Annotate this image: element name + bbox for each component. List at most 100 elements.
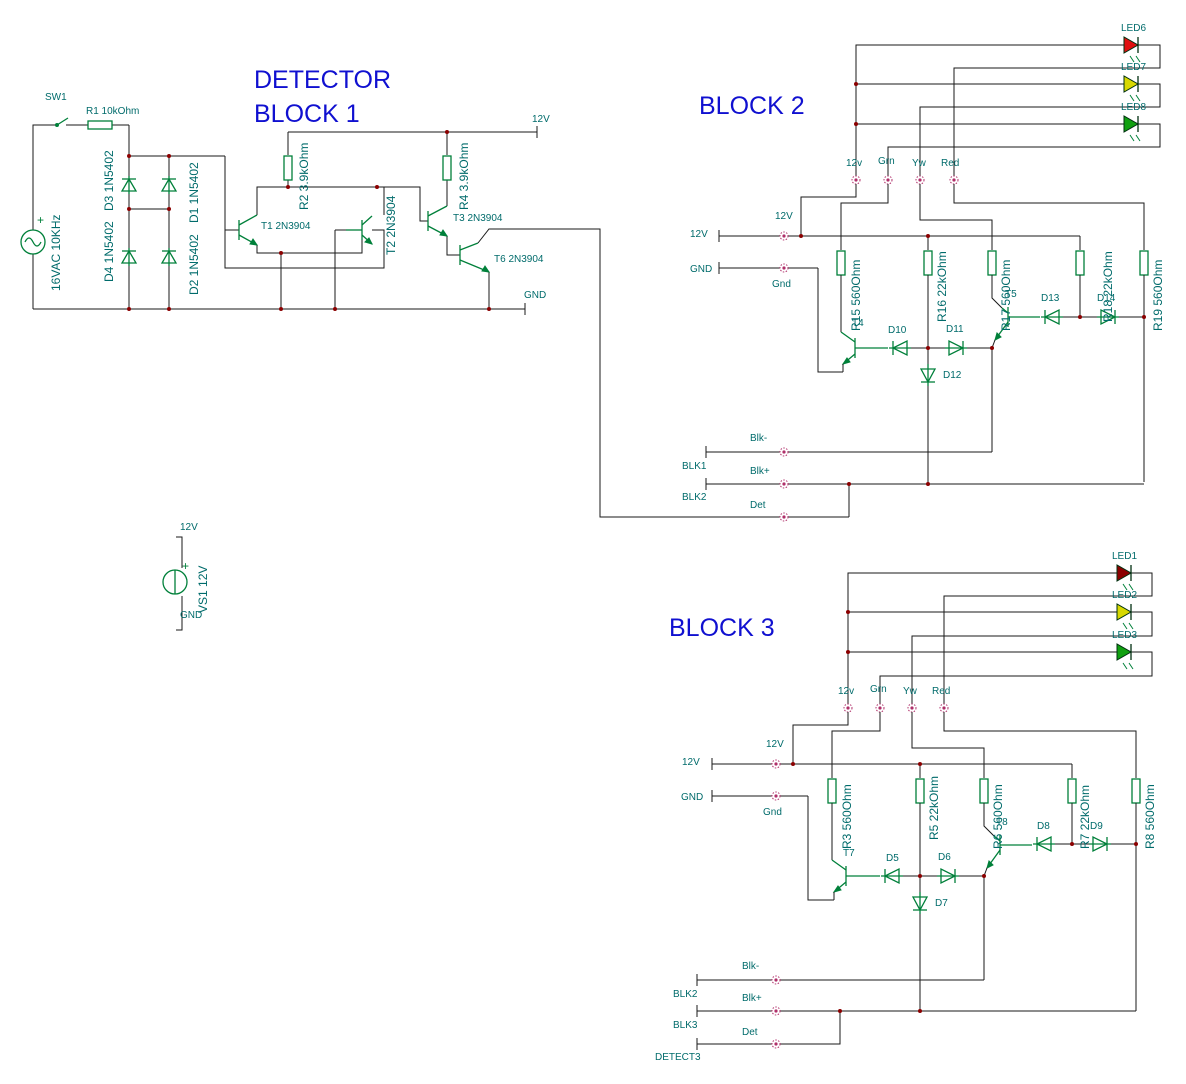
net-gnd-label: GND [690, 264, 712, 275]
detect3-label: DETECT3 [655, 1052, 701, 1063]
r6-label: R6 560Ohm [991, 784, 1005, 849]
led1 [1110, 564, 1135, 591]
block-3: LED1 LED2 LED3 12v Grn Yw Red 12V 12V GN… [655, 551, 1157, 1063]
ac-source: + [20, 213, 46, 255]
led2 [1110, 603, 1135, 630]
d1-label: D1 1N5402 [187, 162, 201, 223]
resistor-r6 [979, 778, 989, 804]
t7-label: T7 [843, 848, 855, 859]
d10-label: D10 [888, 325, 907, 336]
pin-yw-label: Yw [903, 686, 918, 697]
pin-12v-in-label: 12V [775, 211, 793, 222]
pin-12v-in [771, 759, 781, 769]
det-label: Det [750, 500, 766, 511]
pin-blk-plus [779, 479, 789, 489]
blk-plus-label: Blk+ [750, 466, 770, 477]
block-2: LED6 LED7 LED8 12v Grn Yw Red 12V 12V GN… [682, 23, 1165, 522]
pin-yw-label: Yw [912, 158, 927, 169]
d5-label: D5 [886, 853, 899, 864]
vs1-gnd-label: GND [180, 610, 202, 621]
diode-d2 [161, 247, 177, 267]
r5-label: R5 22kOhm [927, 776, 941, 840]
blk2-label: BLK2 [673, 989, 698, 1000]
ac-source-label: 16VAC 10KHz [49, 215, 63, 291]
diode-d3 [121, 175, 137, 195]
diode-d13 [1040, 309, 1064, 325]
net-gnd-label: GND [524, 290, 546, 301]
pin-gnd [779, 263, 789, 273]
diode-d1 [161, 175, 177, 195]
transistor-t5 [994, 307, 1040, 341]
pin-blk-plus [771, 1006, 781, 1016]
transistor-t1 [238, 214, 259, 246]
diode-d9 [1088, 836, 1112, 852]
led6 [1117, 36, 1142, 63]
switch-sw1 [55, 117, 69, 127]
pin-12v-in [779, 231, 789, 241]
resistor-r5 [915, 778, 925, 804]
vs1-12v-label: 12V [180, 522, 198, 533]
vs1-plus: + [182, 559, 189, 573]
d9-label: D9 [1090, 821, 1103, 832]
t8-label: T8 [996, 817, 1008, 828]
r8-label: R8 560Ohm [1143, 784, 1157, 849]
pin-gnd-label: Gnd [772, 279, 791, 290]
net-12v-label: 12V [532, 114, 550, 125]
pin-yw [915, 175, 925, 185]
pin-12v-label: 12v [838, 686, 854, 697]
blk2-label: BLK2 [682, 492, 707, 503]
diode-d10 [888, 340, 912, 356]
diode-d6 [936, 868, 960, 884]
t5-label: T5 [1005, 289, 1017, 300]
pin-12v [843, 703, 853, 713]
r2-label: R2 3.9kOhm [297, 143, 311, 210]
led2-label: LED2 [1112, 590, 1137, 601]
pin-blk-minus [771, 975, 781, 985]
blk-plus-label: Blk+ [742, 993, 762, 1004]
resistor-r16 [923, 250, 933, 276]
d8-label: D8 [1037, 821, 1050, 832]
d3-label: D3 1N5402 [102, 150, 116, 211]
pin-yw [907, 703, 917, 713]
transistor-t7 [831, 859, 880, 893]
d13-label: D13 [1041, 293, 1060, 304]
diode-d12 [920, 363, 936, 387]
t3-label: T3 2N3904 [453, 213, 503, 224]
led3 [1110, 643, 1135, 670]
d4-label: D4 1N5402 [102, 221, 116, 282]
pin-12v-label: 12v [846, 158, 862, 169]
sw1-label: SW1 [45, 92, 67, 103]
pin-red-label: Red [932, 686, 950, 697]
diode-d5 [880, 868, 904, 884]
pin-grn-label: Grn [878, 156, 895, 167]
d2-label: D2 1N5402 [187, 234, 201, 295]
detector-block-1: + SW1 R1 10kOhm 16VAC 10KHz D3 1N5402 D4… [20, 92, 849, 518]
led8 [1117, 115, 1142, 142]
led6-label: LED6 [1121, 23, 1146, 34]
pin-gnd [771, 791, 781, 801]
pin-red [939, 703, 949, 713]
transistor-t3 [427, 205, 449, 237]
r16-label: R16 22kOhm [935, 251, 949, 322]
led7 [1117, 75, 1142, 102]
d6-label: D6 [938, 852, 951, 863]
d11-label: D11 [946, 324, 964, 335]
block3-title: BLOCK 3 [669, 614, 775, 642]
led7-label: LED7 [1121, 62, 1146, 73]
resistor-r3 [827, 778, 837, 804]
supply-vs1: + 12V GND VS1 12V [162, 522, 210, 631]
pin-grn-label: Grn [870, 684, 887, 695]
resistor-r15 [836, 250, 846, 276]
r3-label: R3 560Ohm [840, 784, 854, 849]
resistor-r19 [1139, 250, 1149, 276]
diode-d11 [944, 340, 968, 356]
t1-label: T1 2N3904 [261, 221, 311, 232]
d14-label: D14 [1097, 293, 1116, 304]
diode-d4 [121, 247, 137, 267]
block2-title: BLOCK 2 [699, 92, 805, 120]
pin-gnd-label: Gnd [763, 807, 782, 818]
pin-red [949, 175, 959, 185]
net-gnd-label: GND [681, 792, 703, 803]
r17-label: R17 560Ohm [999, 260, 1013, 331]
t2-label: T2 2N3904 [384, 195, 398, 255]
